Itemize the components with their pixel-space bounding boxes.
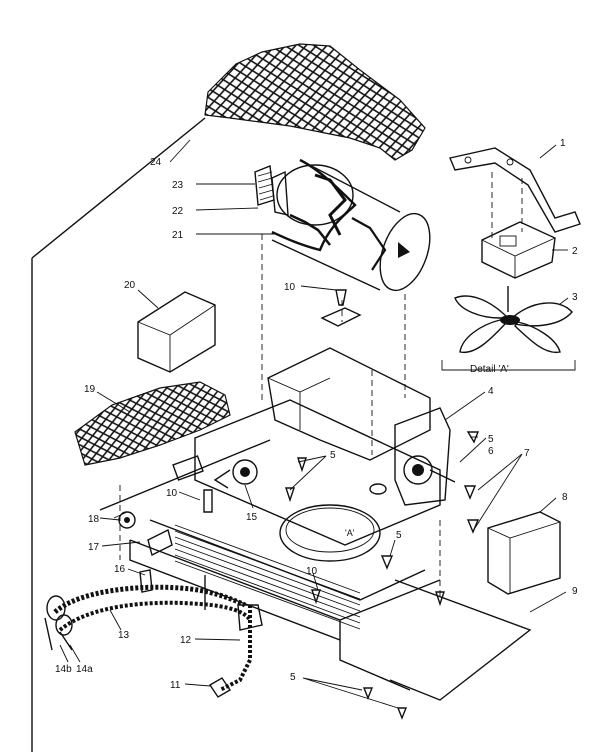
label-21: 21: [172, 230, 184, 241]
label-13: 13: [118, 630, 130, 641]
label-9: 9: [572, 586, 578, 597]
label-8: 8: [562, 492, 568, 503]
leader-lines: [59, 139, 569, 709]
label-17: 17: [88, 542, 100, 553]
label-5-center: 5: [330, 450, 336, 461]
cabinet-outline: [31, 117, 206, 752]
heater-drum-assembly: [254, 158, 431, 292]
part-labels: 24 23 22 21 1 2 3 10 20 19 4 5 6 7 8 9 5…: [55, 138, 578, 691]
label-10-bottom: 10: [306, 566, 318, 577]
label-5-bottom: 5: [290, 672, 296, 683]
lower-grille: [74, 381, 231, 466]
label-4: 4: [488, 386, 494, 397]
label-7: 7: [524, 448, 530, 459]
label-22: 22: [172, 206, 184, 217]
ref-a-mark: 'A': [345, 528, 355, 538]
label-5-right: 5: [488, 434, 494, 445]
label-23: 23: [172, 180, 184, 191]
label-15: 15: [246, 512, 258, 523]
top-grille: [204, 43, 426, 161]
components: [118, 289, 480, 720]
detail-a-caption: Detail 'A': [470, 364, 509, 375]
label-5-ring: 5: [396, 530, 402, 541]
label-14b: 14b: [55, 664, 72, 675]
label-18: 18: [88, 514, 100, 525]
label-10-left: 10: [166, 488, 178, 499]
label-1: 1: [560, 138, 566, 149]
label-14a: 14a: [76, 664, 93, 675]
label-11: 11: [170, 680, 181, 691]
label-2: 2: [572, 246, 578, 257]
label-3: 3: [572, 292, 578, 303]
label-16: 16: [114, 564, 126, 575]
fan-motor-detail: Detail 'A': [441, 147, 581, 375]
alignment-lines: [119, 234, 441, 600]
label-6: 6: [488, 446, 494, 457]
heating-element-wire: [44, 569, 263, 698]
label-24: 24: [150, 157, 162, 168]
label-19: 19: [84, 384, 96, 395]
main-chassis: 'A': [99, 347, 561, 701]
cover-box: [137, 291, 216, 373]
label-20: 20: [124, 280, 136, 291]
label-12: 12: [180, 635, 192, 646]
label-10-top: 10: [284, 282, 296, 293]
